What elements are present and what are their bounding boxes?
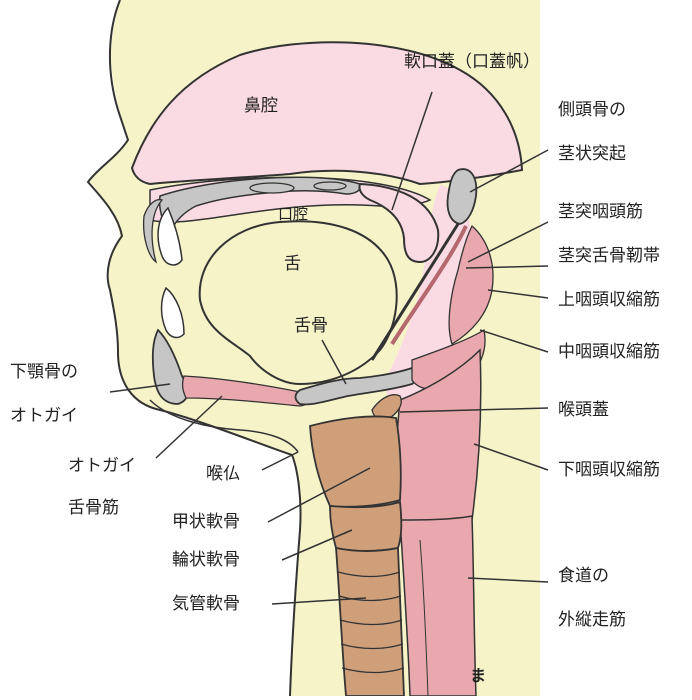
label-geniohyoid-1: オトガイ (68, 458, 136, 475)
cricoid-cartilage (330, 502, 401, 551)
label-nasal-cavity: 鼻腔 (244, 98, 278, 115)
label-tongue: 舌 (284, 256, 301, 273)
label-adams-apple: 喉仏 (206, 466, 240, 483)
palate-bone-fragment (250, 183, 294, 193)
label-esophagus-2: 外縦走筋 (558, 612, 626, 629)
label-epiglottis: 喉頭蓋 (558, 402, 609, 419)
label-mandible-2: オトガイ (10, 408, 78, 425)
leader-adams-apple (262, 452, 298, 470)
label-esophagus-1: 食道の (558, 568, 609, 585)
label-stylohyoid-ligament: 茎突舌骨靭帯 (558, 248, 660, 265)
esophagus (400, 516, 476, 696)
label-stylopharyngeus: 茎突咽頭筋 (558, 204, 643, 221)
label-temporal-2: 茎状突起 (558, 146, 626, 163)
label-superior-constrictor: 上咽頭収縮筋 (558, 292, 660, 309)
label-cricoid-cartilage: 輪状軟骨 (172, 552, 240, 569)
label-soft-palate: 軟口蓋（口蓋帆） (404, 54, 540, 71)
label-middle-constrictor: 中咽頭収縮筋 (558, 344, 660, 361)
label-temporal-1: 側頭骨の (558, 102, 626, 119)
label-geniohyoid-2: 舌骨筋 (68, 500, 119, 517)
artist-signature: ま (470, 668, 486, 684)
label-tracheal-cartilage: 気管軟骨 (172, 596, 240, 613)
label-thyroid-cartilage: 甲状軟骨 (172, 514, 240, 531)
label-inferior-constrictor: 下咽頭収縮筋 (558, 462, 660, 479)
label-mandible-1: 下顎骨の (10, 364, 78, 381)
label-oral-cavity: 口腔 (278, 207, 308, 222)
palate-bone-fragment (314, 182, 346, 190)
label-hyoid: 舌骨 (294, 318, 328, 335)
